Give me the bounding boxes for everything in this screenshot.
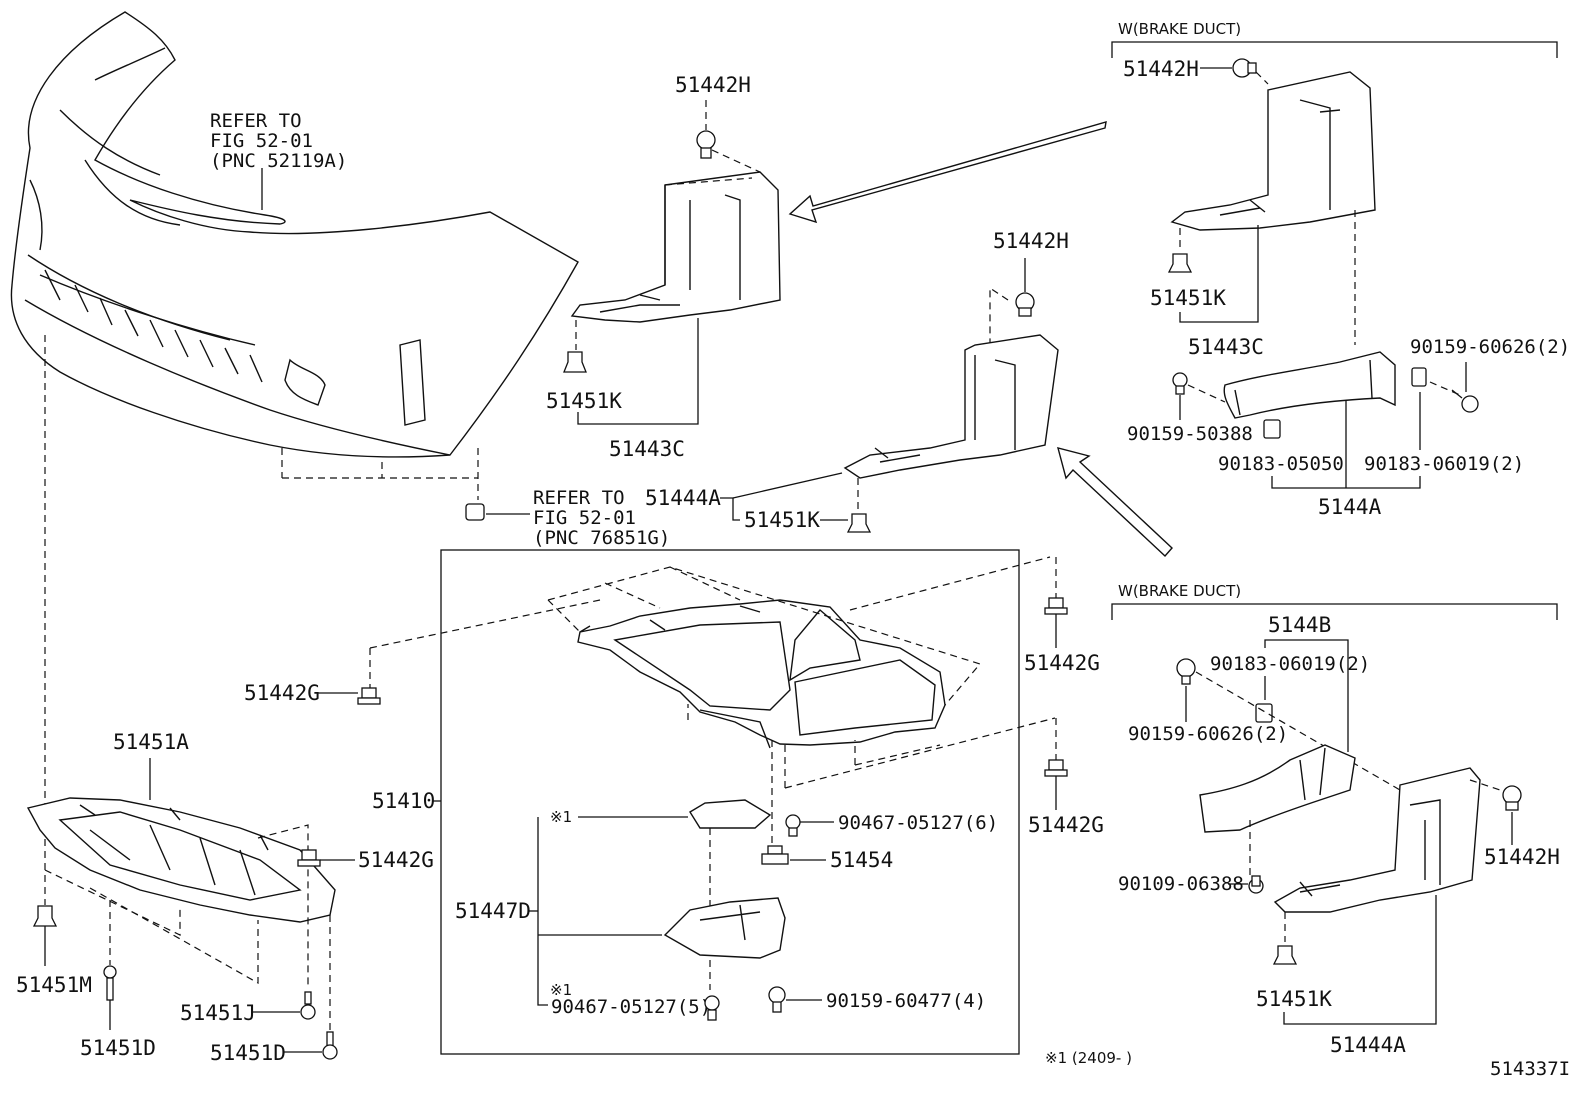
label-51442H-top-right: 51442H <box>1123 57 1199 81</box>
label-51444A-center: 51444A <box>645 486 721 510</box>
refer-note-mid-line3: (PNC 76851G) <box>533 527 670 549</box>
direction-arrow-top <box>788 121 1107 224</box>
screw-51451D-right[interactable] <box>322 1031 338 1060</box>
splash-shield-51443C-top-right[interactable] <box>1170 71 1376 345</box>
label-90109-06388: 90109-06388 <box>1118 873 1244 895</box>
engine-under-cover-51410[interactable] <box>577 599 946 749</box>
clip-51451M[interactable] <box>32 905 58 927</box>
clip-51451K-center[interactable] <box>563 351 587 373</box>
direction-arrow-bottom <box>1057 447 1173 558</box>
label-51451D-right: 51451D <box>210 1041 286 1065</box>
label-51444A-bottom-right: 51444A <box>1330 1033 1406 1057</box>
label-51451M: 51451M <box>16 973 92 997</box>
label-90183-05050: 90183-05050 <box>1218 453 1344 475</box>
label-51442H-mid: 51442H <box>993 229 1069 253</box>
bolt-90159-60626-bottom[interactable] <box>1176 658 1196 685</box>
bolt-90467-05127-5[interactable] <box>704 995 720 1021</box>
stud-51454[interactable] <box>761 845 789 865</box>
brake-duct-5144B[interactable] <box>1199 744 1356 833</box>
label-90183-06019-bottom: 90183-06019(2) <box>1210 653 1370 675</box>
refer-note-top-line1: REFER TO <box>210 110 302 132</box>
label-90159-60477: 90159-60477(4) <box>826 990 986 1012</box>
engine-under-cover-group-box <box>440 549 1020 1055</box>
splash-shield-51444A-center[interactable] <box>843 334 1059 479</box>
label-51443C-top-right: 51443C <box>1188 335 1264 359</box>
screw-51451D-left[interactable] <box>103 965 117 1001</box>
brake-duct-5144A[interactable] <box>1223 351 1396 419</box>
note-mark-1: ※1 <box>550 808 572 826</box>
label-51451K-bottom-right: 51451K <box>1256 987 1332 1011</box>
label-51442H-center: 51442H <box>675 73 751 97</box>
label-90159-50388: 90159-50388 <box>1127 423 1253 445</box>
refer-note-top-line3: (PNC 52119A) <box>210 150 347 172</box>
clip-51451K-bottom-right[interactable] <box>1272 945 1298 965</box>
fastener-51442H-mid[interactable] <box>1015 292 1035 317</box>
nut-90183-06019-top[interactable] <box>1411 367 1427 387</box>
label-51442G-upper-right: 51442G <box>1024 651 1100 675</box>
brake-duct-header-bottom: W(BRAKE DUCT) <box>1118 582 1241 600</box>
note-mark-2: ※1 <box>550 981 572 999</box>
clip-51442G-left[interactable] <box>357 687 381 705</box>
clip-51451K-top-right[interactable] <box>1167 253 1193 273</box>
clip-51442G-bottom-left[interactable] <box>297 849 321 867</box>
cover-piece-upper[interactable] <box>689 799 772 829</box>
label-51454: 51454 <box>830 848 893 872</box>
brake-duct-header-top: W(BRAKE DUCT) <box>1118 20 1241 38</box>
cover-piece-lower[interactable] <box>663 897 786 959</box>
splash-shield-51444A-bottom-right[interactable] <box>1273 767 1481 913</box>
refer-note-top-line2: FIG 52-01 <box>210 130 313 152</box>
clip-51451K-mid[interactable] <box>846 513 872 533</box>
bolt-90159-60477[interactable] <box>768 986 786 1013</box>
bolt-90159-50388[interactable] <box>1172 372 1188 395</box>
label-5144A: 5144A <box>1318 495 1382 519</box>
fastener-51442H-top-right[interactable] <box>1232 58 1257 78</box>
front-bumper-cover[interactable] <box>10 11 579 458</box>
label-51447D: 51447D <box>455 899 531 923</box>
nut-90183-05050[interactable] <box>1263 419 1281 439</box>
screw-51451J[interactable] <box>300 991 316 1020</box>
fastener-51442H-bottom-right[interactable] <box>1502 785 1522 811</box>
label-51451K-mid: 51451K <box>744 508 820 532</box>
bolt-90109-06388[interactable] <box>1248 875 1264 894</box>
label-51451K-top-right: 51451K <box>1150 286 1226 310</box>
label-51451D-left: 51451D <box>80 1036 156 1060</box>
label-51442H-bottom-right: 51442H <box>1484 845 1560 869</box>
clip-51442G-upper-right[interactable] <box>1044 597 1068 615</box>
refer-note-mid-line2: FIG 52-01 <box>533 507 636 529</box>
label-90159-60626-top: 90159-60626(2) <box>1410 336 1570 358</box>
figure-id: 514337I <box>1490 1058 1570 1080</box>
label-90183-06019-top: 90183-06019(2) <box>1364 453 1524 475</box>
label-90159-60626-bottom: 90159-60626(2) <box>1128 723 1288 745</box>
splash-shield-51443C-center[interactable] <box>570 171 781 323</box>
bumper-clip[interactable] <box>465 503 485 521</box>
footnote: ※1 (2409- ) <box>1045 1049 1132 1067</box>
label-5144B: 5144B <box>1268 613 1331 637</box>
nut-90183-06019-bottom[interactable] <box>1255 703 1273 723</box>
bolt-90159-60626-top[interactable] <box>1451 389 1479 413</box>
label-51451J: 51451J <box>180 1001 256 1025</box>
label-90467-05127-6: 90467-05127(6) <box>838 812 998 834</box>
label-51442G-bottom-left: 51442G <box>358 848 434 872</box>
label-51443C-center: 51443C <box>609 437 685 461</box>
label-90467-05127-5: 90467-05127(5) <box>551 996 711 1018</box>
label-51451K-center: 51451K <box>546 389 622 413</box>
under-cover-51451A[interactable] <box>26 797 336 923</box>
label-51442G-left: 51442G <box>244 681 320 705</box>
refer-note-mid-line1: REFER TO <box>533 487 625 509</box>
label-51451A: 51451A <box>113 730 189 754</box>
label-51410: 51410 <box>372 789 435 813</box>
label-51442G-lower-right: 51442G <box>1028 813 1104 837</box>
fastener-51442H-center[interactable] <box>696 130 716 159</box>
clip-51442G-lower-right[interactable] <box>1044 759 1068 777</box>
bolt-90467-05127-6[interactable] <box>785 814 801 837</box>
